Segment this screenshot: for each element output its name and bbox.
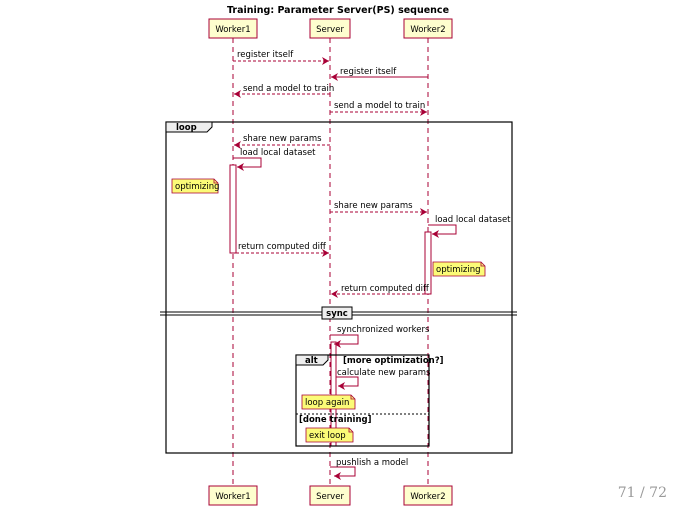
svg-text:register itself: register itself [340,67,397,77]
note-loop-again: loop again [301,394,356,410]
message-send-model-worker2: send a model to train [330,101,427,116]
svg-text:send a model to train: send a model to train [243,84,334,94]
message-send-model-worker1: send a model to train [234,84,334,98]
svg-text:synchronized workers: synchronized workers [337,325,430,335]
message-worker2-register: register itself [331,67,428,81]
svg-text:register itself: register itself [237,50,294,60]
activation-worker2 [424,231,432,295]
diagram-title: Training: Parameter Server(PS) sequence [227,5,449,16]
message-return-diff-worker1: return computed diff [236,242,329,257]
svg-text:pushlish a model: pushlish a model [336,458,408,468]
message-publish-model: pushlish a model [330,458,408,480]
message-worker1-register: register itself [233,50,329,65]
svg-text:calculate new params: calculate new params [337,368,431,378]
svg-text:share new params: share new params [334,201,413,211]
participant-server-top: Server [309,18,351,39]
note-optimizing-1: optimizing [171,178,220,194]
loop-frame: loop [165,121,513,454]
message-synchronized-workers: synchronized workers [330,325,430,348]
participant-worker2-top: Worker2 [403,18,453,39]
svg-text:Server: Server [316,25,344,35]
svg-text:loop: loop [176,123,197,133]
svg-text:optimizing: optimizing [436,265,481,275]
svg-text:Worker1: Worker1 [215,25,250,35]
svg-text:Server: Server [316,492,344,502]
participant-worker2-bottom: Worker2 [403,485,453,506]
svg-text:share new params: share new params [243,134,322,144]
page-number: 71 / 72 [617,485,667,501]
svg-text:alt: alt [305,356,318,366]
message-load-dataset-worker1: load local dataset [233,148,316,171]
participant-worker1-bottom: Worker1 [208,485,258,506]
svg-text:Worker2: Worker2 [410,492,445,502]
message-return-diff-worker2: return computed diff [331,284,430,298]
sync-divider: sync [160,306,517,320]
note-optimizing-2: optimizing [432,261,486,277]
alt-frame: alt [more optimization?] [done training] [295,354,444,447]
activation-worker1 [229,164,237,254]
svg-text:return computed diff: return computed diff [238,242,327,252]
svg-text:exit loop: exit loop [309,431,346,441]
participant-server-bottom: Server [309,485,351,506]
svg-text:sync: sync [326,309,348,319]
svg-text:Worker2: Worker2 [410,25,445,35]
svg-text:send a model to train: send a model to train [334,101,425,111]
participant-worker1-top: Worker1 [208,18,258,39]
svg-text:loop again: loop again [305,398,349,408]
svg-text:load local dataset: load local dataset [435,215,511,225]
svg-text:[more optimization?]: [more optimization?] [343,356,444,366]
svg-text:optimizing: optimizing [175,182,220,192]
message-calculate-params: calculate new params [336,368,431,390]
svg-text:return computed diff: return computed diff [341,284,430,294]
message-share-params-worker1: share new params [234,134,330,149]
svg-text:load local dataset: load local dataset [240,148,316,158]
message-share-params-worker2: share new params [330,201,427,216]
note-exit-loop: exit loop [305,427,354,443]
svg-text:[done training]: [done training] [299,415,372,425]
message-load-dataset-worker2: load local dataset [428,215,511,238]
svg-text:Worker1: Worker1 [215,492,250,502]
